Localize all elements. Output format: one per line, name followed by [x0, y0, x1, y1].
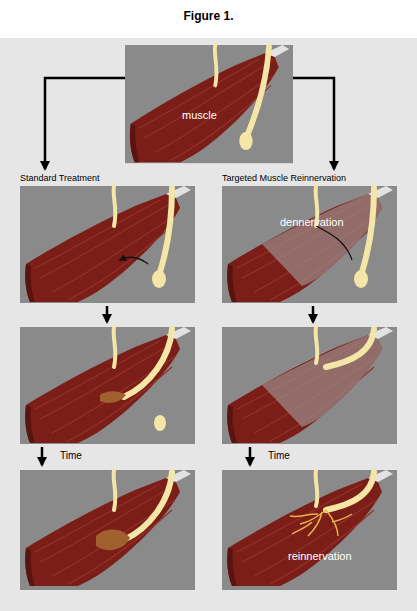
muscle-drawing	[130, 45, 289, 162]
figure-title: Figure 1.	[0, 9, 417, 23]
step-arrow	[106, 306, 109, 322]
muscle-drawing	[25, 186, 191, 302]
nerve-end	[154, 415, 166, 431]
muscle-panel	[222, 186, 397, 303]
nerve	[114, 327, 116, 367]
muscle-panel	[20, 186, 195, 303]
nerve-end	[239, 132, 252, 150]
step-arrow	[249, 447, 252, 465]
panel-ground	[222, 470, 397, 590]
column-heading: Targeted Muscle Reinnervation	[222, 173, 346, 183]
nerve-end	[152, 270, 166, 288]
muscle-panel	[222, 470, 397, 590]
nerve	[362, 188, 374, 272]
cut-line	[316, 226, 352, 260]
panel-label: muscle	[182, 109, 217, 122]
nerve	[114, 186, 116, 226]
branch-arrow	[45, 78, 125, 169]
time-label: Time	[268, 450, 290, 461]
muscle-panel	[20, 470, 195, 590]
neuroma	[96, 529, 130, 550]
step-arrow	[41, 447, 44, 465]
muscle-drawing	[25, 327, 191, 443]
nerve-end	[354, 270, 368, 288]
panel-ground	[20, 327, 195, 444]
panel-ground	[222, 327, 397, 444]
nerve	[316, 470, 318, 506]
muscle-panel	[222, 327, 397, 444]
muscle-drawing	[227, 470, 393, 586]
muscle-panel	[125, 45, 293, 163]
image-panel: Standard Treatment	[20, 186, 195, 303]
image-panel: muscle	[125, 45, 293, 163]
panel-ground	[20, 186, 195, 303]
panel-ground	[222, 186, 397, 303]
image-panel: reinnervation	[222, 470, 397, 590]
nerve-branches	[290, 510, 352, 536]
panel-label: reinnervation	[288, 550, 352, 563]
nerve	[124, 329, 172, 397]
nerve	[114, 470, 116, 510]
nerve	[124, 472, 172, 540]
muscle-drawing	[25, 470, 191, 586]
branch-arrow	[293, 78, 334, 169]
muscle-panel	[20, 327, 195, 444]
muscle-drawing	[227, 327, 393, 443]
panel-ground	[20, 470, 195, 590]
time-label: Time	[60, 450, 82, 461]
muscle-drawing	[227, 186, 393, 302]
background	[0, 38, 417, 611]
nerve	[326, 472, 374, 510]
nerve	[215, 45, 217, 85]
panel-label: dennervation	[280, 216, 344, 229]
nerve	[316, 327, 318, 363]
nerve	[326, 329, 374, 367]
image-panel: Targeted Muscle Reinnervationdennervatio…	[222, 186, 397, 303]
panel-ground	[125, 45, 293, 163]
nerve-implant	[100, 391, 126, 403]
step-arrow	[312, 306, 315, 322]
nerve	[160, 188, 172, 272]
column-heading: Standard Treatment	[20, 173, 100, 183]
transfer-arrow	[120, 257, 148, 264]
nerve	[248, 47, 269, 134]
